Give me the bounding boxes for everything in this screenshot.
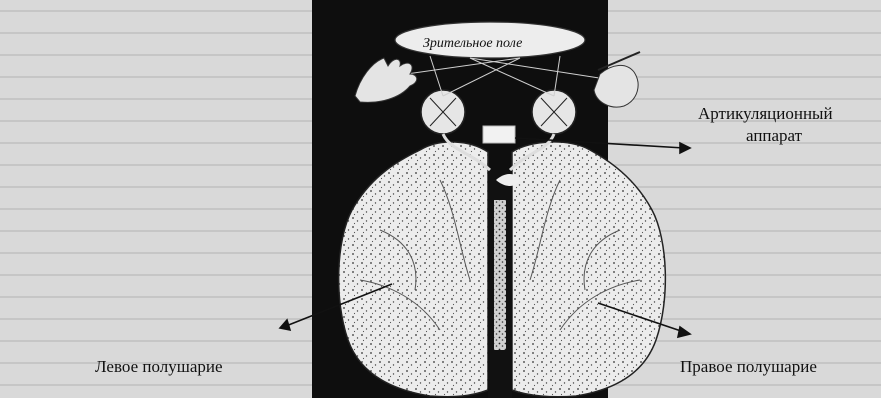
left-hemisphere-label: Левое полушарие (95, 357, 223, 377)
right-hemisphere-label: Правое полушарие (680, 357, 817, 377)
visual-field-label: Зрительное поле (423, 34, 522, 54)
brainstem (494, 200, 506, 350)
articulation-label: Артикуляционный (698, 104, 833, 124)
articulation-label-line2: аппарат (746, 126, 802, 146)
articulation-box (483, 126, 515, 143)
